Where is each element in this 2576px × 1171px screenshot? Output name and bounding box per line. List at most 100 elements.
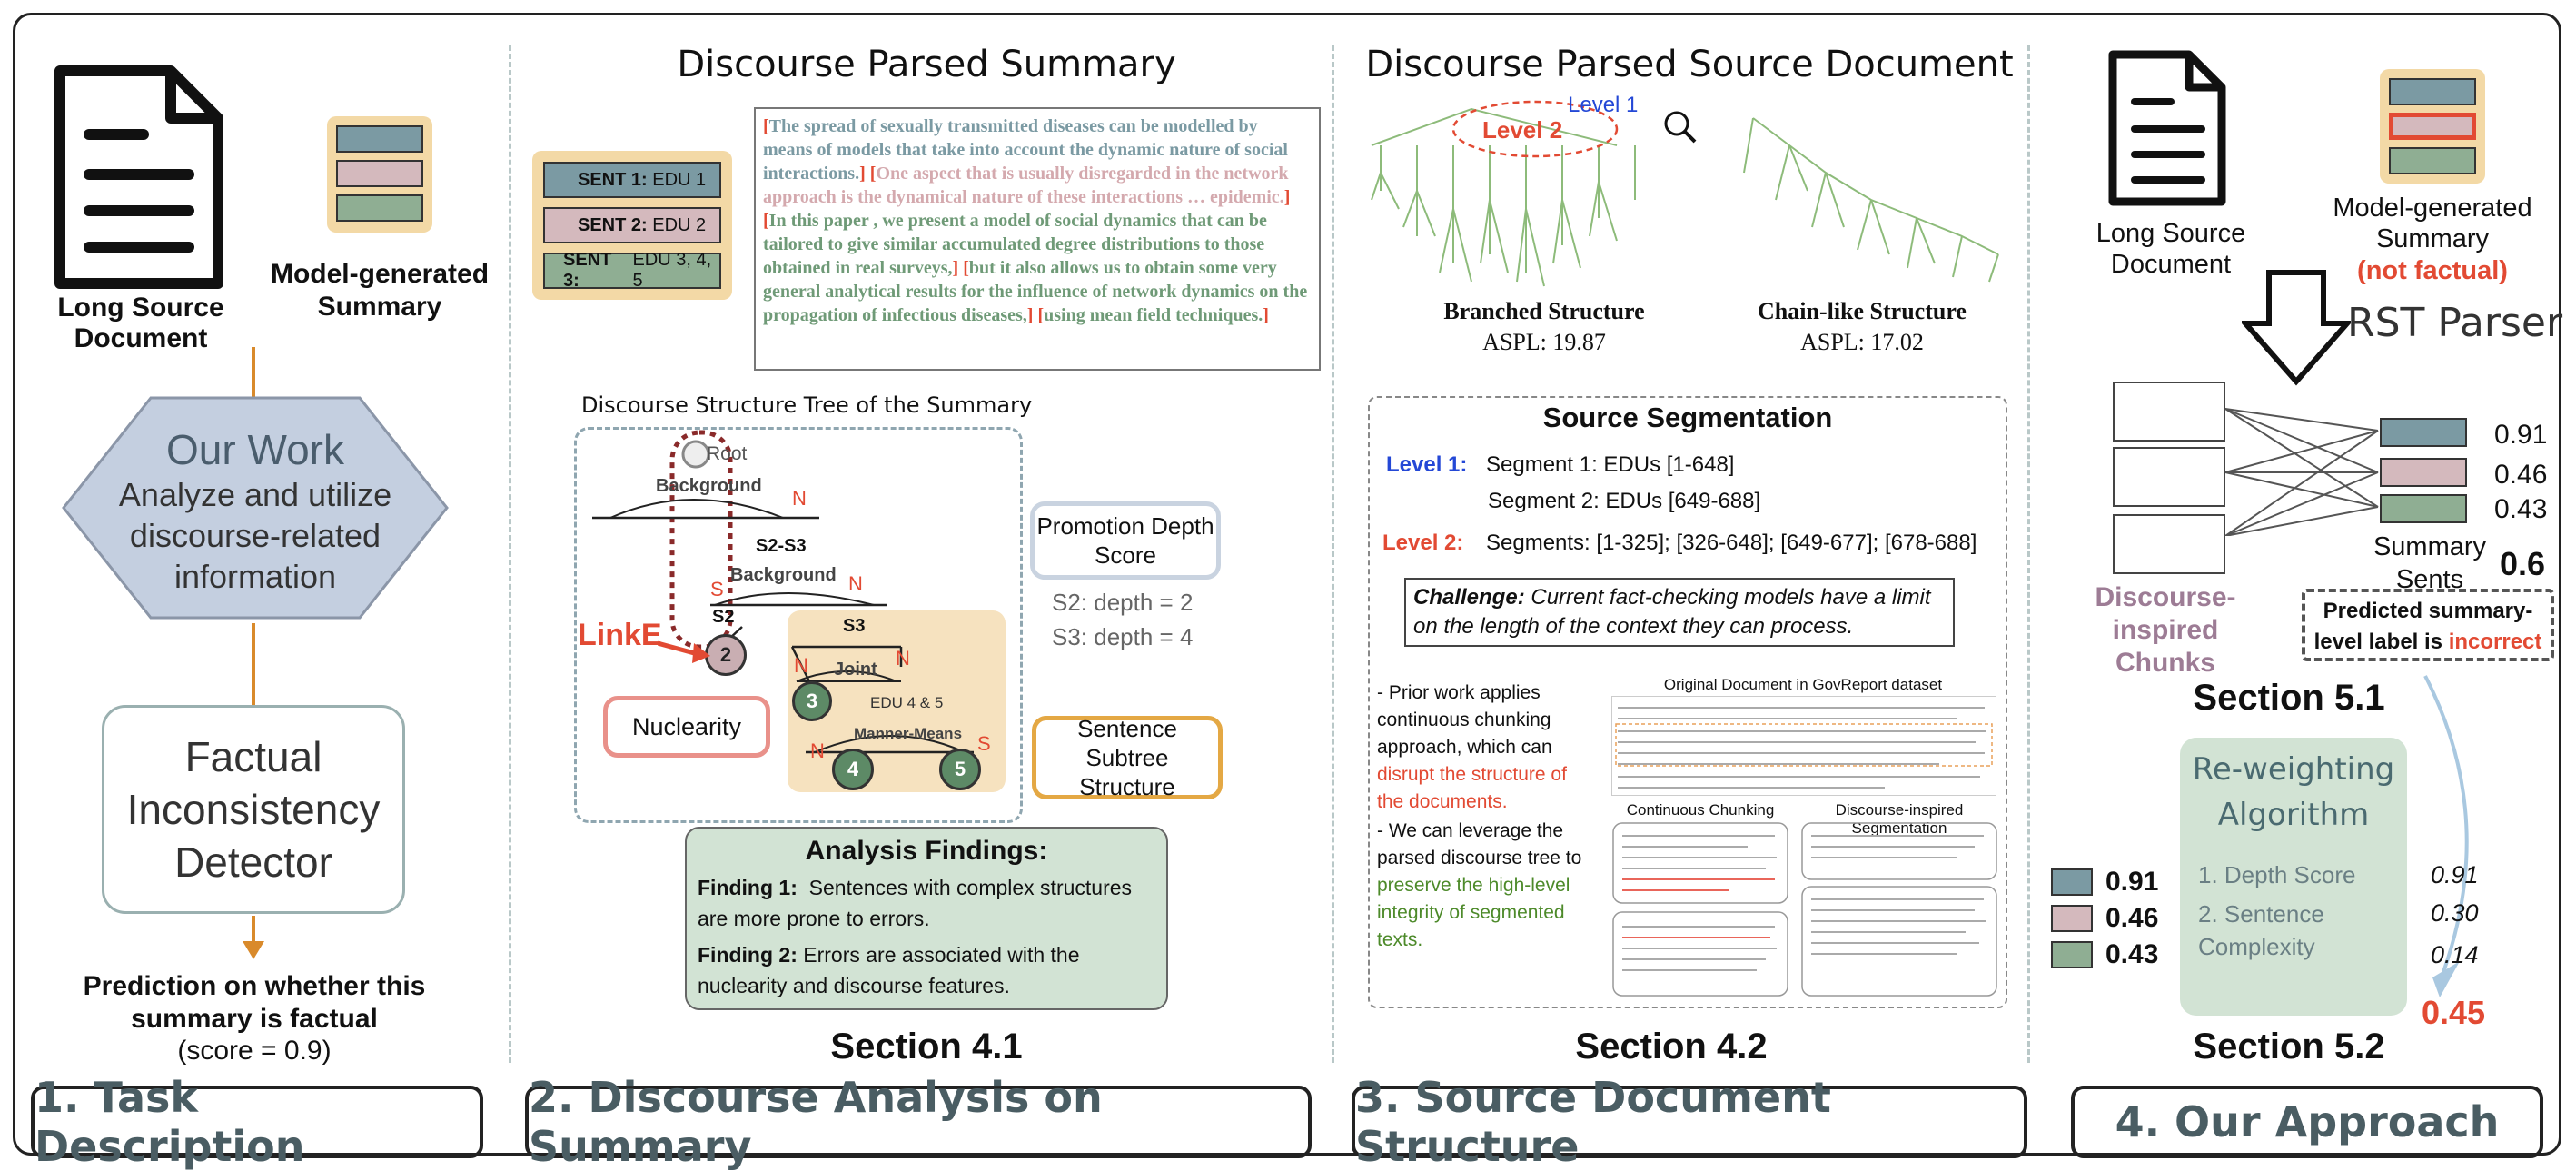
divider [509, 45, 511, 1063]
tree-box [574, 427, 1023, 823]
algo-value-3: 0.14 [2431, 941, 2479, 968]
summary-sent-1 [2380, 418, 2467, 447]
sent2-chip: SENT 2: EDU 2 [543, 207, 721, 243]
sentence-subtree-box: Sentence Subtree Structure [1032, 715, 1223, 800]
leverage-text: - We can leverage the parsed discourse t… [1377, 818, 1591, 954]
weight-score-3: 0.43 [2105, 939, 2159, 969]
s2-depth-text: S2: depth = 2 [1052, 589, 1194, 616]
level1-seg-label: Level 1: [1386, 452, 1468, 477]
summary-sent-2 [2380, 458, 2467, 487]
level2-seg-label: Level 2: [1382, 531, 1464, 555]
panel2-title: Discourse Parsed Summary [677, 44, 1176, 85]
our-work-body: Analyze and utilize discourse-related in… [118, 476, 392, 595]
prior-work-text: - Prior work applies continuous chunking… [1377, 680, 1591, 816]
finding-1: Finding 1: Sentences with complex struct… [698, 872, 1155, 934]
s2-label: S2 [712, 607, 735, 627]
sent-score-2: 0.46 [2494, 460, 2548, 490]
long-source-document-label: Long Source Document [57, 293, 224, 353]
edu4-text: but it also allows us to obtain some ver… [763, 258, 1308, 325]
leverage-a: - We can leverage the parsed discourse t… [1377, 820, 1582, 868]
sent-score-3: 0.43 [2494, 494, 2548, 524]
model-generated-summary-label-4: Model-generated Summary [2333, 194, 2532, 253]
arrow-line [252, 347, 255, 398]
sent3-tag: SENT 3: [563, 250, 612, 291]
linke-arrow-icon [658, 640, 710, 663]
discourse-tree [592, 430, 1006, 792]
node-5: 5 [939, 749, 981, 790]
nuc-label-n1: N [792, 487, 807, 510]
sent2-edu: EDU 2 [652, 214, 707, 235]
chunk-links [2224, 408, 2379, 536]
sat-label-s: S [710, 578, 724, 600]
finding-2-label: Finding 2: [698, 943, 798, 967]
factual-inconsistency-detector: Factual Inconsistency Detector [102, 705, 405, 914]
chunk-box-3 [2113, 514, 2225, 574]
edu2-text: One aspect that is usually disregarded i… [763, 164, 1289, 207]
chunking-comparison [1612, 822, 1997, 997]
original-doc-title: Original Document in GovReport dataset [1663, 676, 1943, 693]
continuous-chunking-title: Continuous Chunking [1626, 801, 1775, 819]
divider [2027, 45, 2030, 1063]
edu-4-5-label: EDU 4 & 5 [870, 694, 944, 711]
background-label-1: Background [656, 476, 762, 496]
weight-score-2: 0.46 [2105, 903, 2159, 933]
node-3: 3 [792, 681, 832, 721]
level2-segments: Segments: [1-325]; [326-648]; [649-677];… [1486, 531, 1977, 555]
level2-tree-label: Level 2 [1482, 116, 1563, 144]
weight-chip-2 [2051, 905, 2093, 932]
arrow-line [252, 916, 255, 947]
section-4-2: Section 4.2 [1575, 1027, 1768, 1067]
predicted-label-incorrect: incorrect [2448, 630, 2542, 654]
document-icon [2108, 50, 2226, 206]
source-segmentation-title: Source Segmentation [1542, 402, 1833, 433]
section-5-2: Section 5.2 [2193, 1027, 2385, 1067]
branched-aspl: ASPL: 19.87 [1482, 329, 1606, 355]
s3-depth-text: S3: depth = 4 [1052, 623, 1194, 650]
root-label: Root [707, 443, 748, 464]
prior-work-b: disrupt the structure of the documents. [1377, 764, 1567, 812]
curve-arrow-icon [2423, 675, 2469, 997]
tree-title: Discourse Structure Tree of the Summary [581, 392, 1033, 418]
our-work-hexagon [62, 396, 449, 620]
sent1-tag: SENT 1: [578, 169, 648, 190]
nuclearity-box: Nuclearity [603, 696, 770, 758]
not-factual-label: (not factual) [2357, 256, 2508, 285]
final-score: 0.45 [2422, 994, 2486, 1031]
sent1-edu: EDU 1 [652, 169, 707, 190]
summary-icon [327, 116, 432, 233]
algo-value-2: 0.30 [2431, 899, 2479, 927]
summary-sents-label: Summary Sents [2373, 532, 2487, 594]
weight-score-1: 0.91 [2105, 867, 2159, 897]
edu1-text: The spread of sexually transmitted disea… [763, 116, 1288, 184]
nuc-label-n-c: N [810, 739, 825, 762]
challenge-text: Current fact-checking models have a limi… [1413, 585, 1931, 639]
nuc-label-n2: N [848, 572, 863, 595]
findings-title: Analysis Findings: [805, 836, 1048, 866]
original-doc-excerpt [1611, 696, 1996, 796]
long-source-document-label-4: Long Source Document [2095, 219, 2246, 279]
predicted-label-box: Predicted summary-level label is incorre… [2302, 589, 2554, 661]
document-icon [54, 65, 223, 289]
figure-frame [13, 13, 2561, 1156]
finding-2-text: Errors are associated with the nuclearit… [698, 943, 1080, 997]
analysis-findings-box: Analysis Findings: Finding 1: Sentences … [685, 827, 1168, 1010]
edu3-text: In this paper , we present a model of so… [763, 211, 1267, 278]
node-4: 4 [832, 749, 874, 790]
weight-chip-1 [2051, 868, 2093, 896]
joint-label: Joint [834, 660, 877, 680]
reweighting-box [2180, 738, 2407, 1016]
leverage-b: preserve the high-level integrity of seg… [1377, 875, 1570, 950]
level1-tree-label: Level 1 [1568, 93, 1639, 117]
arrow-down-icon [2242, 270, 2351, 386]
linke-label: LinkE [578, 618, 662, 652]
footer-our-approach: 4. Our Approach [2071, 1086, 2543, 1158]
challenge-label: Challenge: [1413, 585, 1525, 610]
level1-segment2: Segment 2: EDUs [649-688] [1488, 489, 1761, 513]
sent-score-1: 0.91 [2494, 420, 2548, 450]
footer-discourse-analysis: 2. Discourse Analysis on Summary [525, 1073, 1312, 1171]
manner-means-label: Manner-Means [854, 725, 963, 742]
footer-task-description: 1. Task Description [31, 1073, 483, 1171]
summary-icon [2380, 69, 2485, 184]
sent3-chip: SENT 3: EDU 3, 4, 5 [543, 250, 721, 291]
panel3-title: Discourse Parsed Source Document [1365, 44, 2014, 85]
